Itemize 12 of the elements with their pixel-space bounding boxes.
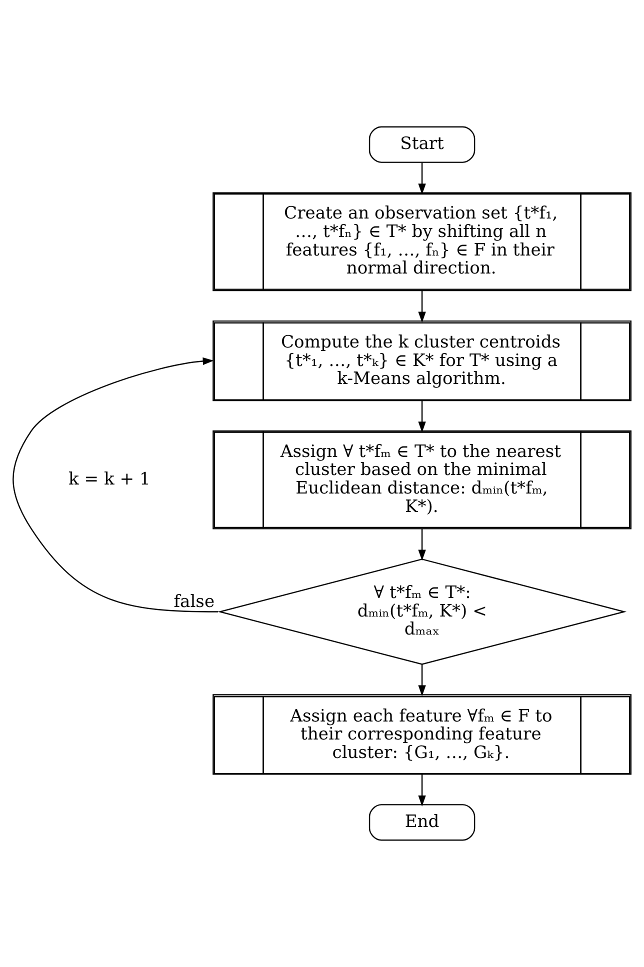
edge-label: false — [174, 592, 215, 612]
label: k = k + 1 — [68, 469, 150, 490]
arrow — [12, 357, 218, 612]
arrow — [418, 290, 426, 323]
arrow — [418, 162, 426, 195]
arrow — [418, 774, 426, 806]
arrow — [418, 664, 426, 696]
node-box: End — [368, 804, 476, 841]
arrow — [418, 400, 426, 433]
arrow — [418, 528, 426, 561]
node-box: Start — [368, 126, 476, 163]
node-diamond: ∀ t*fₘ ∈ T*: dₘᵢₙ(t*fₘ, K*) < dₘₐₓ — [218, 558, 627, 665]
